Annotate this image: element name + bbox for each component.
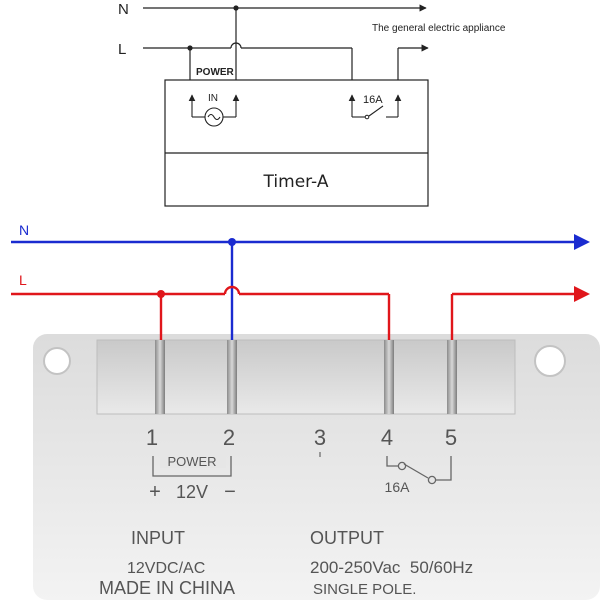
schematic: N L The general electric appliance POWER… [118,1,506,207]
terminal-number-1: 1 [146,425,158,450]
relay-symbol [386,456,452,485]
relay-bracket-left [386,456,398,467]
origin-label: MADE IN CHINA [99,578,235,598]
output-title: OUTPUT [310,528,384,548]
schematic-power-label: POWER [196,67,235,78]
live-label: L [19,272,27,288]
terminal-pin-2 [227,340,237,414]
live-crossover [223,285,241,295]
schematic-relay-rating: 16A [363,94,383,106]
relay-contact-left [364,114,370,120]
timer-box [164,79,429,207]
mounting-hole-left [43,347,71,375]
voltage-label: 12V [176,482,208,502]
relay-rating: 16A [385,479,411,495]
input-spec: 12VDC/AC [127,560,205,577]
schematic-neutral-label: N [118,1,129,18]
appliance-label: The general electric appliance [372,23,506,34]
schematic-input-label: IN [208,93,218,104]
relay-bracket-right [436,456,452,481]
input-title: INPUT [131,528,185,548]
terminal-pin-1 [155,340,165,414]
neutral-arrow-icon [574,234,590,250]
power-bracket [152,456,232,477]
output-spec: 200-250Vac 50/60Hz [310,558,473,577]
polarity-minus: − [224,481,236,503]
power-label-bg [160,452,226,468]
relay-contact-5 [427,475,437,485]
terminal-block: 1 2 3 4 5 POWER + 12V − 16A INPUT 12VDC/… [33,334,600,600]
terminal-recess [97,340,515,414]
terminal-number-5: 5 [445,425,457,450]
terminal-number-3: 3 [314,425,326,450]
output-pole: SINGLE POLE. [313,581,416,598]
wiring: N L [11,222,590,340]
device-name: Timer-A [263,172,329,192]
relay-switch-arm [403,463,429,479]
terminal-pin-4 [384,340,394,414]
output-arrow-icon [574,286,590,302]
terminal-number-2: 2 [223,425,235,450]
schematic-live-label: L [118,41,126,58]
terminal-number-4: 4 [381,425,393,450]
relay-contact-4 [397,461,407,471]
ac-wave-icon [207,113,221,121]
polarity-plus: + [149,481,161,503]
mounting-hole-right [534,345,566,377]
relay-switch-icon [368,105,384,117]
terminal-recess-rim [96,339,516,415]
terminal-pin-5 [447,340,457,414]
neutral-label: N [19,222,29,238]
power-label: POWER [167,454,216,469]
